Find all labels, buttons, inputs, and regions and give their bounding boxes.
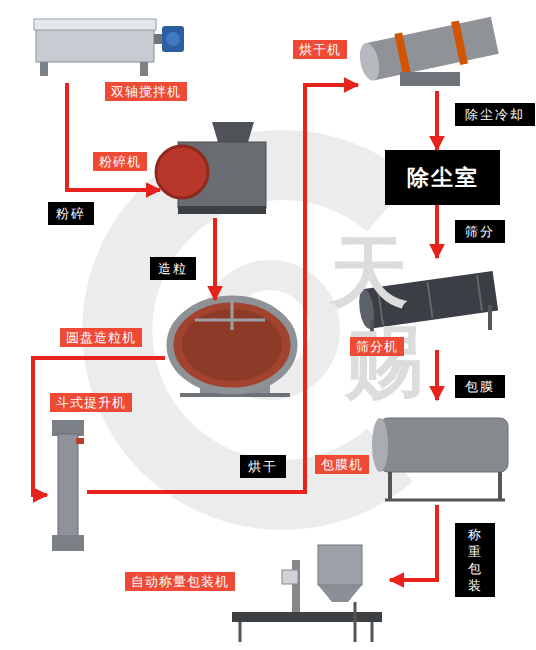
machine-label: 双轴搅拌机 — [105, 82, 187, 101]
crusher-illustration — [156, 122, 266, 214]
dryer-base — [400, 72, 460, 86]
flow-arrow — [390, 505, 437, 580]
machine-label: 烘干机 — [293, 40, 347, 59]
machine-node: 粉碎机 — [160, 118, 272, 218]
watermark-text: 天 — [330, 232, 408, 312]
machine-label: 自动称量包装机 — [125, 572, 235, 591]
mixer-illustration — [34, 19, 184, 76]
machine-label: 包膜机 — [315, 455, 369, 474]
room-box: 除尘室 — [385, 150, 500, 205]
step-label: 除尘冷却 — [455, 103, 535, 126]
step-label: 筛分 — [455, 220, 505, 243]
machine-label: 粉碎机 — [93, 152, 147, 171]
flow-arrow — [435, 350, 439, 400]
granulator-illustration — [170, 299, 294, 397]
flow-arrow — [213, 218, 217, 300]
step-label: 包膜 — [455, 375, 505, 398]
elevator-illustration — [52, 420, 84, 551]
room-label: 除尘室 — [407, 163, 479, 193]
machine-node: 双轴搅拌机 — [30, 5, 180, 83]
watermark-text: 赐 — [345, 322, 423, 402]
flow-arrow — [435, 205, 439, 258]
step-label: 造粒 — [150, 257, 196, 280]
machine-node: 包膜机 — [365, 400, 513, 505]
machine-label: 圆盘造粒机 — [60, 328, 142, 347]
flow-arrow — [435, 91, 439, 150]
machine-label: 斗式提升机 — [50, 393, 132, 412]
coating-illustration — [372, 418, 508, 500]
step-label: 称重 包装 — [455, 523, 495, 597]
flow-arrow — [33, 358, 165, 495]
machine-node: 斗式提升机 — [47, 418, 87, 553]
step-label: 粉碎 — [48, 202, 94, 225]
dryer-illustration — [356, 14, 499, 86]
machine-node: 圆盘造粒机 — [165, 300, 295, 400]
step-label: 烘干 — [240, 455, 286, 478]
machine-node: 烘干机 — [358, 3, 503, 91]
flow-arrow — [67, 83, 160, 190]
machine-node: 自动称量包装机 — [225, 540, 390, 645]
flow-arrow — [87, 85, 358, 492]
machine-node: 筛分机 — [358, 258, 503, 350]
machine-label: 筛分机 — [350, 337, 404, 356]
packing-illustration — [232, 545, 382, 642]
